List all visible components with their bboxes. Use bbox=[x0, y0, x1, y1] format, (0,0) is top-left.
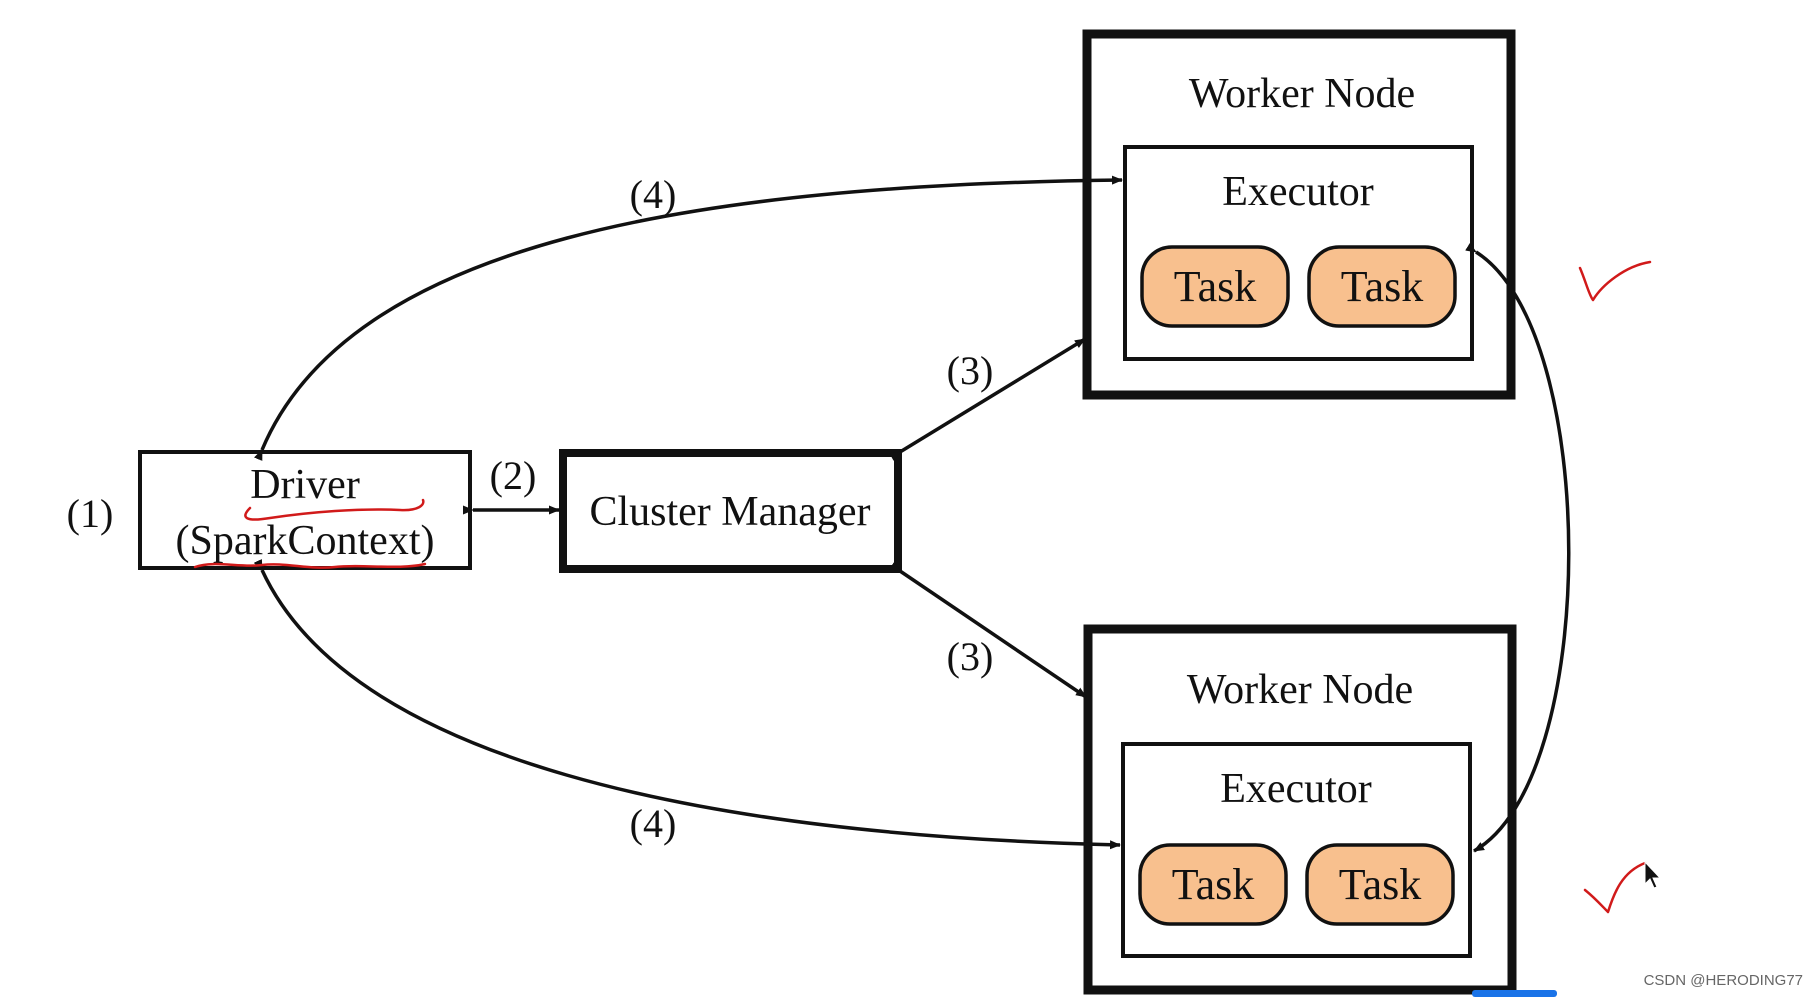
arrow-driver-executor-bottom bbox=[253, 559, 1121, 850]
task-box bbox=[1140, 245, 1290, 328]
executor-title: Executor bbox=[1222, 169, 1374, 215]
checkmark-icon bbox=[1583, 861, 1647, 914]
driver-label: Driver bbox=[250, 462, 360, 508]
step-1-label: (1) bbox=[67, 491, 114, 536]
underline-annotation bbox=[244, 498, 425, 521]
worker-node-title: Worker Node bbox=[1189, 71, 1415, 117]
task-box bbox=[1305, 843, 1455, 926]
arrow-driver-executor-top bbox=[253, 175, 1123, 461]
arrow-executor-executor bbox=[1465, 242, 1571, 853]
worker-node-top: Worker Node Executor Task Task bbox=[1082, 29, 1516, 400]
bottom-bar bbox=[1472, 990, 1557, 997]
step-4-label: (4) bbox=[630, 801, 677, 846]
task-box bbox=[1307, 245, 1457, 328]
task-label: Task bbox=[1339, 860, 1421, 909]
task-box bbox=[1138, 843, 1288, 926]
step-4-label: (4) bbox=[630, 172, 677, 217]
worker-node-title: Worker Node bbox=[1187, 667, 1413, 713]
watermark-text: CSDN @HERODING77 bbox=[1644, 972, 1803, 989]
task-label: Task bbox=[1174, 262, 1256, 311]
cursor-icon bbox=[1644, 860, 1662, 889]
task-label: Task bbox=[1172, 860, 1254, 909]
task-label: Task bbox=[1341, 262, 1423, 311]
checkmark-icon bbox=[1578, 260, 1652, 302]
spark-context-label: (SparkContext) bbox=[176, 518, 435, 564]
step-2-label: (2) bbox=[490, 453, 537, 498]
cluster-manager-node: Cluster Manager bbox=[559, 449, 902, 573]
step-3-label: (3) bbox=[947, 348, 994, 393]
cluster-manager-label: Cluster Manager bbox=[589, 489, 870, 535]
driver-node: Driver (SparkContext) bbox=[138, 450, 472, 570]
underline-annotation bbox=[193, 562, 427, 569]
step-3-label: (3) bbox=[947, 634, 994, 679]
worker-node-bottom: Worker Node Executor Task Task bbox=[1083, 624, 1517, 995]
executor-title: Executor bbox=[1220, 766, 1372, 812]
